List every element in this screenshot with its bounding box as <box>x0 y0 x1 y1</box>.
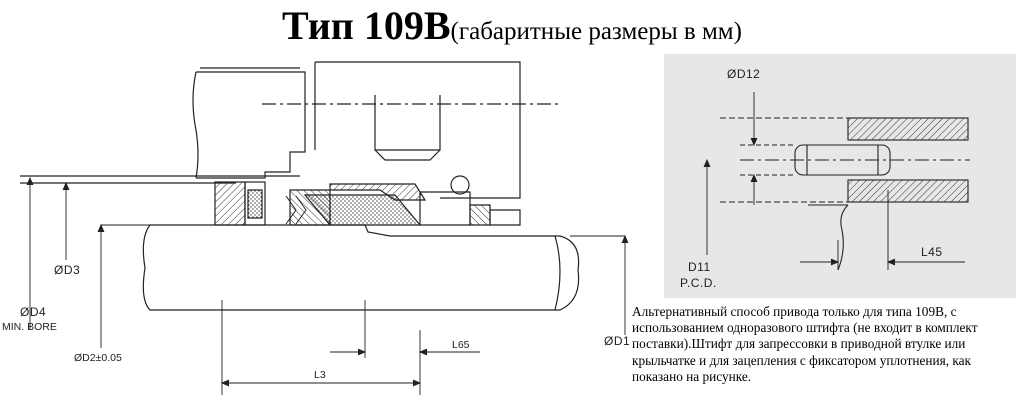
label-l3: L3 <box>314 369 326 381</box>
label-d11: D11 <box>688 260 711 274</box>
label-d1: ØD1 <box>604 334 630 348</box>
label-min-bore: MIN. BORE <box>2 321 57 333</box>
detail-labels: ØD12 D11 P.C.D. L45 <box>680 67 943 290</box>
title-main: Тип 109B <box>282 3 451 48</box>
label-d4: ØD4 <box>20 305 46 319</box>
label-pcd: P.C.D. <box>680 276 717 290</box>
description-note: Альтернативный способ привода только для… <box>632 304 978 384</box>
label-d3: ØD3 <box>54 263 80 277</box>
detail-background <box>664 54 1016 298</box>
label-l65: L65 <box>452 339 470 351</box>
page-title: Тип 109B(габаритные размеры в мм) <box>0 2 1024 49</box>
main-dimensions <box>26 176 629 395</box>
label-l45: L45 <box>921 245 943 259</box>
detail-pin-section <box>720 117 970 271</box>
title-sub: (габаритные размеры в мм) <box>450 18 742 45</box>
main-seal-section <box>20 61 580 311</box>
label-d2: ØD2±0.05 <box>74 352 122 364</box>
label-d12: ØD12 <box>727 67 760 81</box>
main-labels: ØD4 MIN. BORE ØD3 ØD2±0.05 ØD1 L3 L65 <box>2 263 630 381</box>
detail-dimensions <box>703 92 965 270</box>
